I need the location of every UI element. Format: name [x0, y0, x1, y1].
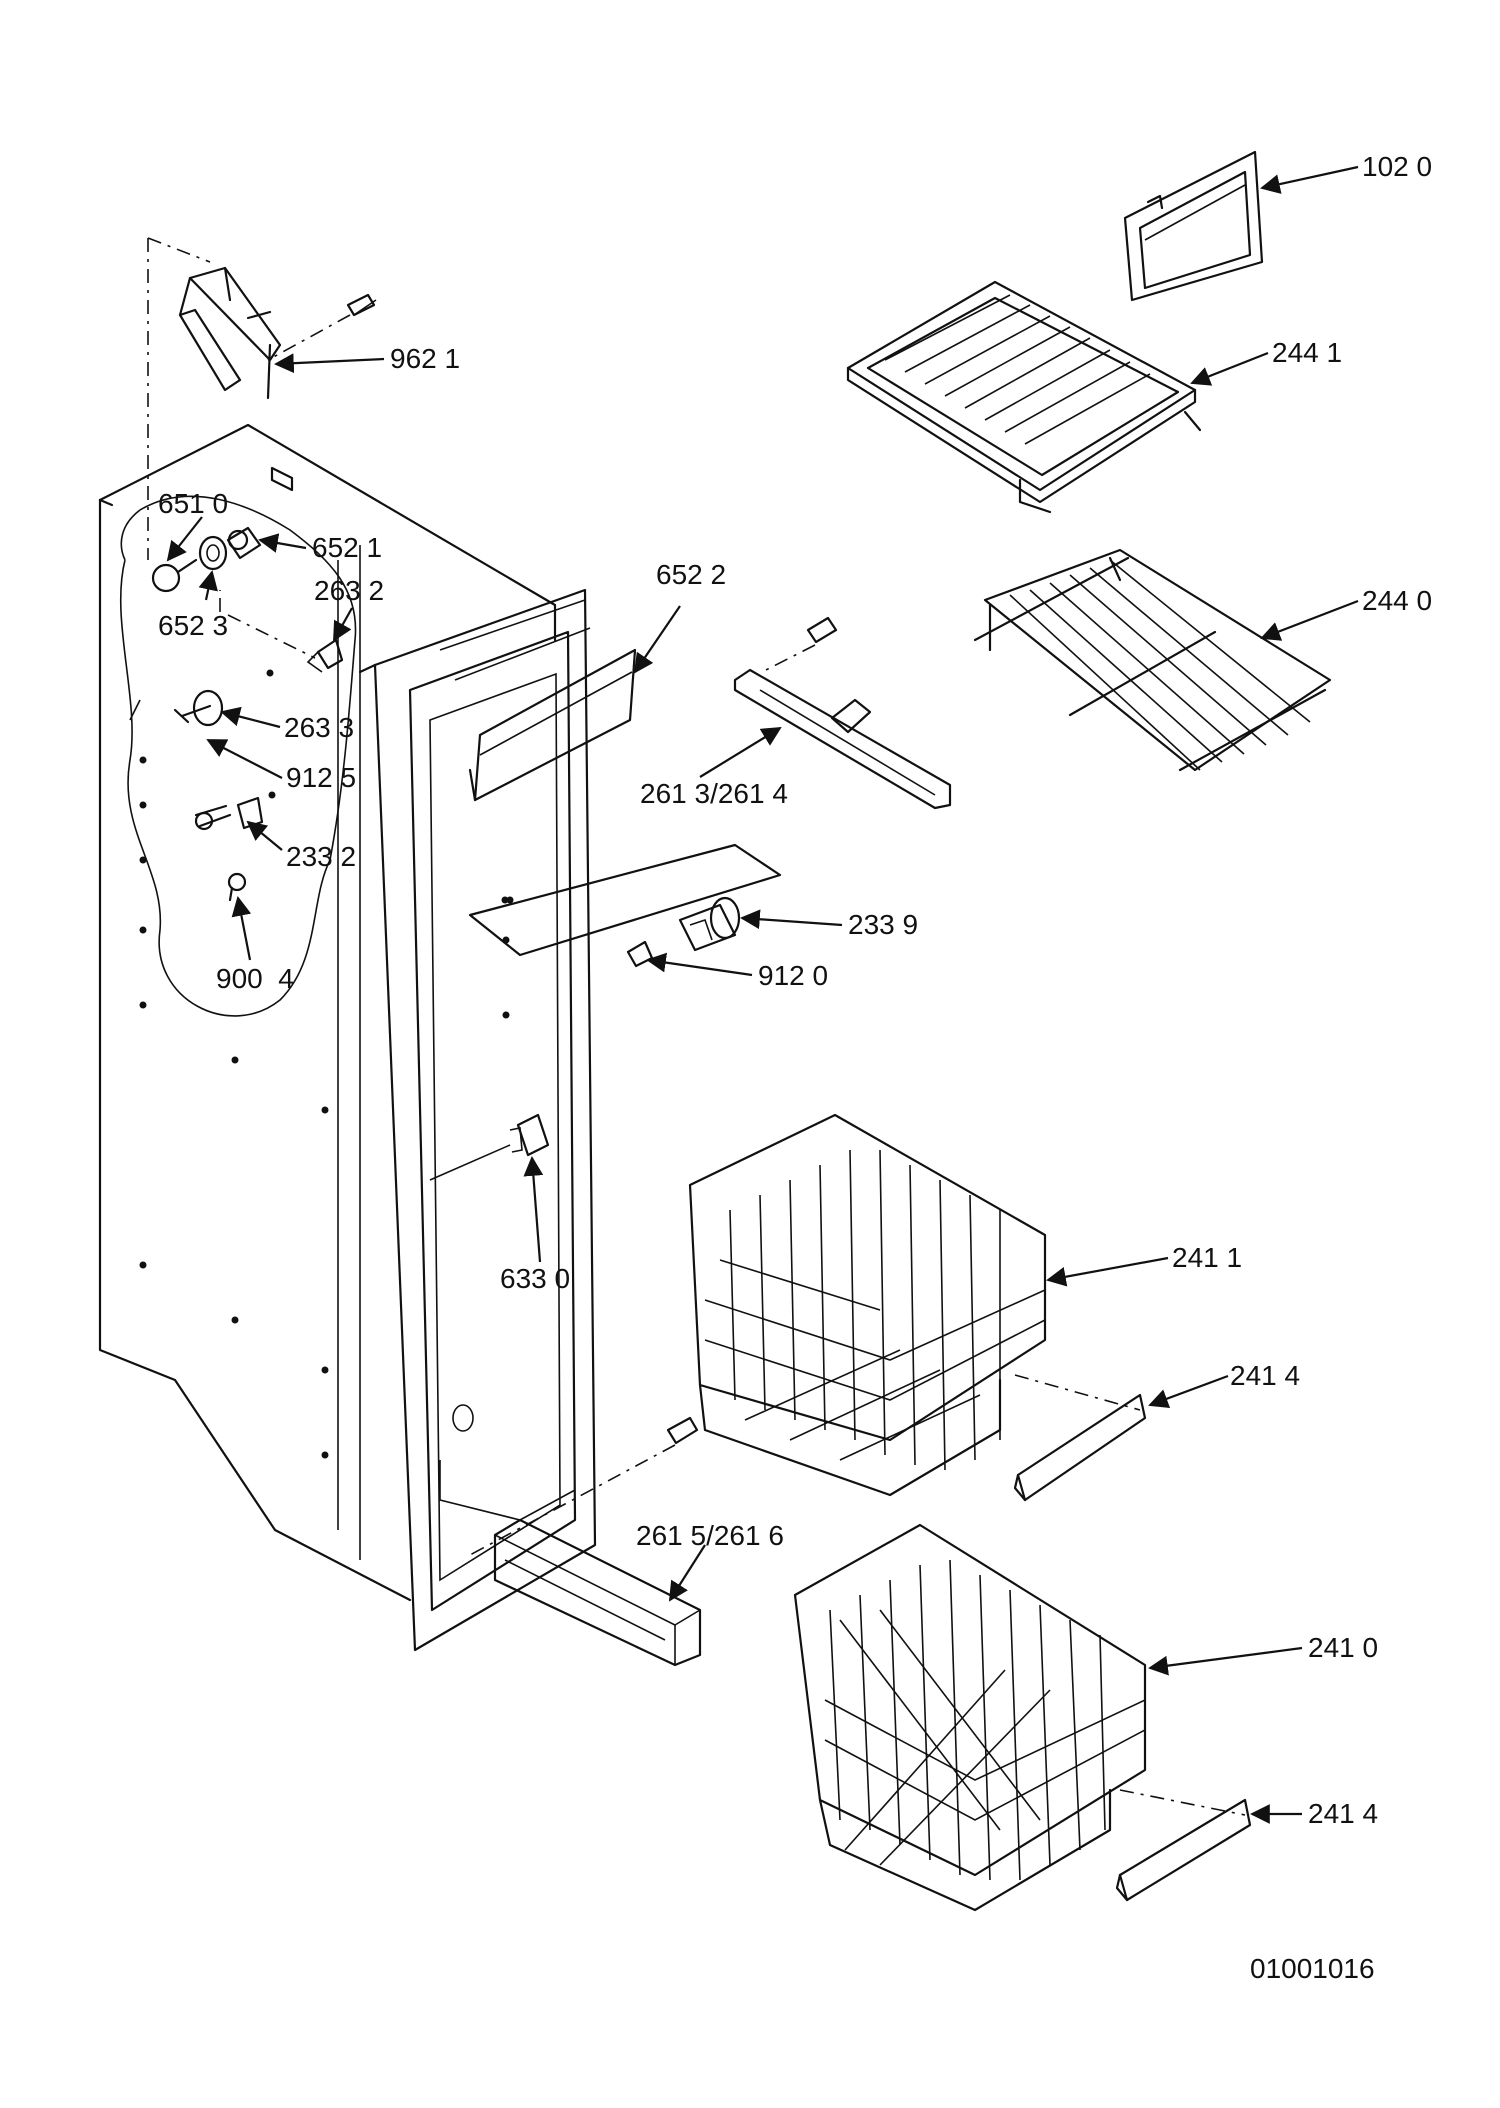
basket-2410: [793, 1523, 1147, 1912]
label-9621: 962 1: [390, 343, 460, 374]
label-2410: 241 0: [1308, 1632, 1378, 1663]
label-2632: 263 2: [314, 575, 384, 606]
glass-shelf-2441: [846, 280, 1202, 514]
label-2332: 233 2: [286, 841, 356, 872]
shelf-rail-2613: [733, 616, 952, 810]
label-2441: 244 1: [1272, 337, 1342, 368]
label-6330: 633 0: [500, 1263, 570, 1294]
freezer-liner-cabinet: [98, 423, 597, 1652]
basket-trim-2414-upper: [1013, 1374, 1147, 1502]
label-2440: 244 0: [1362, 585, 1432, 616]
basket-trim-2414-lower: [1115, 1789, 1252, 1902]
label-6521: 652 1: [312, 532, 382, 563]
leader-lines: [166, 165, 1359, 1824]
label-9004: 900 4: [216, 963, 294, 994]
label-2615: 261 5/261 6: [636, 1520, 784, 1551]
label-1020: 102 0: [1362, 151, 1432, 182]
basket-2411: [688, 1113, 1047, 1497]
shelf-bracket-2339: [468, 843, 782, 968]
label-6510: 651 0: [158, 488, 228, 519]
label-6523: 652 3: [158, 610, 228, 641]
label-2414-upper: 241 4: [1230, 1360, 1300, 1391]
label-2613: 261 3/261 4: [640, 778, 788, 809]
label-2414-lower: 241 4: [1308, 1798, 1378, 1829]
control-bracket-9621: [147, 237, 377, 560]
label-2339: 233 9: [848, 909, 918, 940]
wire-shelf-2440: [973, 548, 1332, 772]
cover-1020: [1123, 150, 1264, 302]
label-6522: 652 2: [656, 559, 726, 590]
switch-6330: [429, 1113, 550, 1181]
light-cover-6522: [468, 648, 637, 802]
label-9125: 912 5: [286, 762, 356, 793]
drawing-number: 01001016: [1250, 1953, 1375, 1984]
label-2633: 263 3: [284, 712, 354, 743]
label-9120: 912 0: [758, 960, 828, 991]
label-2411: 241 1: [1172, 1242, 1242, 1273]
grille-2615: [469, 1416, 702, 1667]
part-labels: 102 0 244 1 244 0 962 1 651 0 652 1 652 …: [158, 151, 1432, 1984]
